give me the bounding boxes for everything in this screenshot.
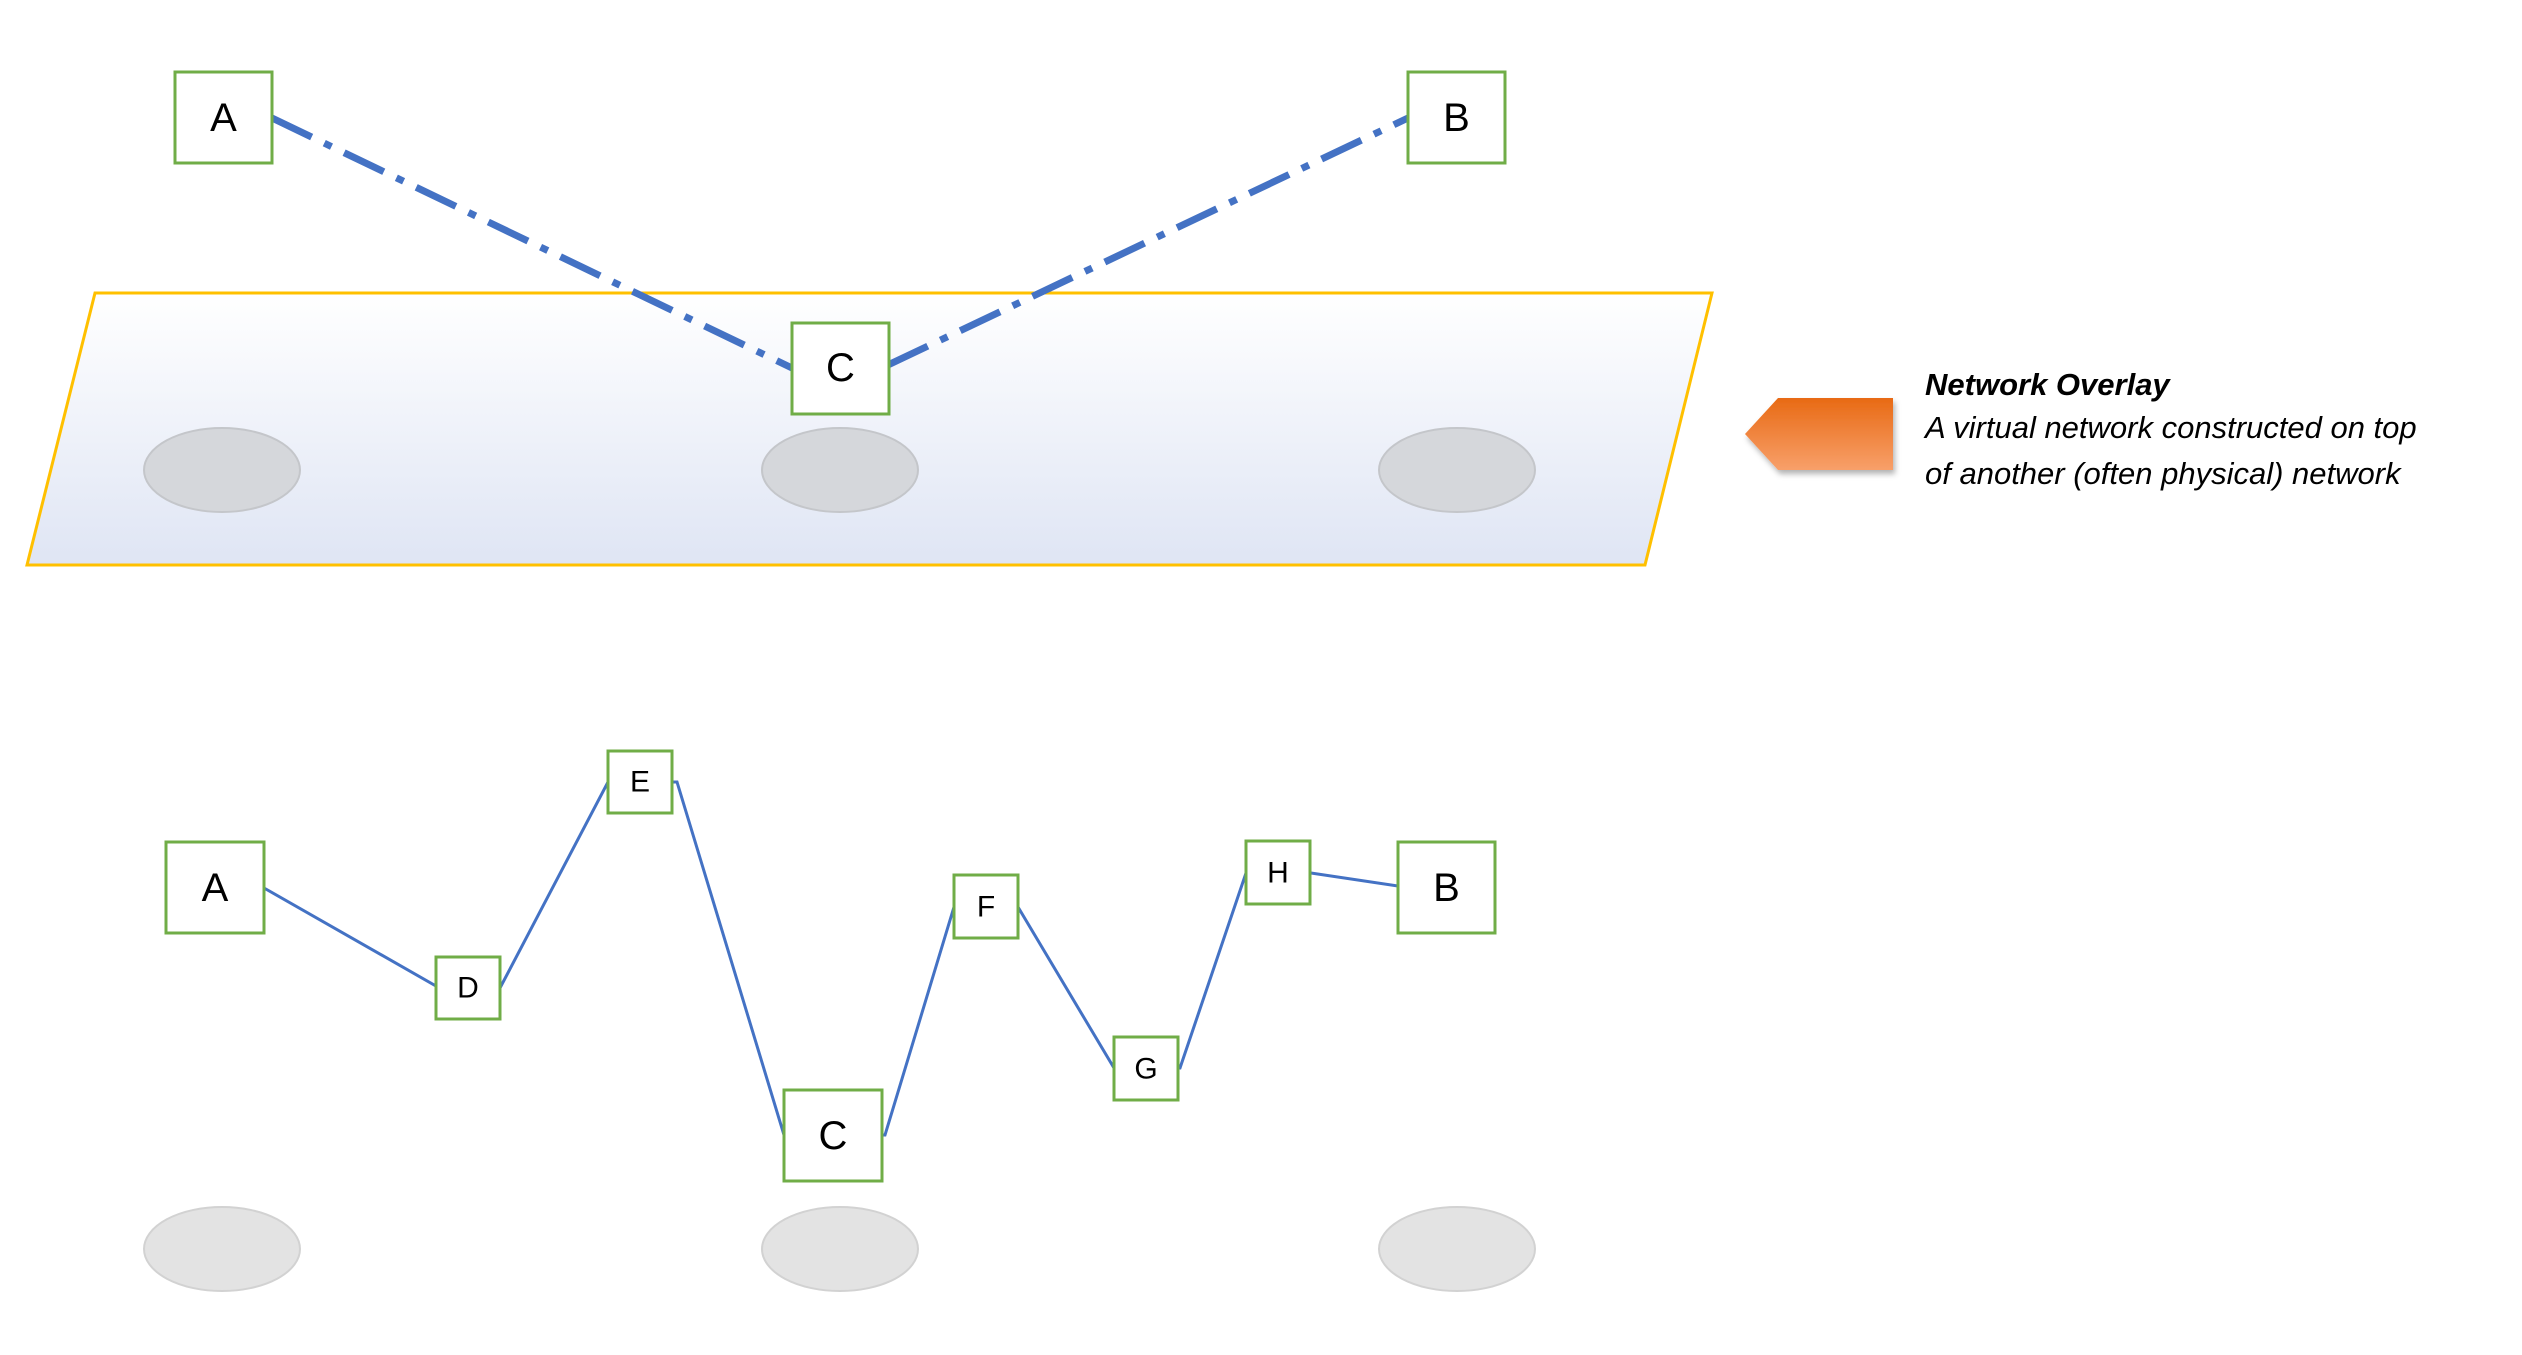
callout-text: Network Overlay A virtual network constr… bbox=[1925, 365, 2515, 497]
physical-node-f[interactable]: F bbox=[952, 873, 1020, 940]
physical-node-h[interactable]: H bbox=[1244, 839, 1312, 906]
overlay-node-b-label: B bbox=[1443, 96, 1470, 140]
overlay-node-b[interactable]: B bbox=[1406, 70, 1507, 165]
physical-node-a[interactable]: A bbox=[164, 840, 266, 935]
overlay-host-middle bbox=[761, 427, 919, 513]
overlay-link-c-b bbox=[886, 114, 1410, 369]
physical-node-c-label: C bbox=[819, 1114, 848, 1158]
overlay-host-right bbox=[1378, 427, 1536, 513]
physical-node-c[interactable]: C bbox=[782, 1088, 884, 1183]
callout-description-line-2: of another (often physical) network bbox=[1925, 456, 2401, 491]
overlay-node-c[interactable]: C bbox=[790, 321, 891, 416]
physical-node-e-label: E bbox=[630, 766, 650, 799]
physical-node-g-label: G bbox=[1134, 1053, 1157, 1086]
physical-host-right bbox=[1378, 1206, 1536, 1292]
physical-host-middle bbox=[761, 1206, 919, 1292]
overlay-plane bbox=[25, 291, 1714, 567]
physical-host-left bbox=[143, 1206, 301, 1292]
physical-node-d[interactable]: D bbox=[434, 955, 502, 1021]
physical-node-b-label: B bbox=[1433, 866, 1460, 910]
overlay-node-c-label: C bbox=[826, 346, 855, 390]
callout-title: Network Overlay bbox=[1925, 367, 2170, 402]
physical-node-d-label: D bbox=[457, 972, 479, 1005]
physical-node-a-label: A bbox=[202, 866, 229, 910]
physical-node-b[interactable]: B bbox=[1396, 840, 1497, 935]
physical-node-g[interactable]: G bbox=[1112, 1035, 1180, 1102]
overlay-link-a-c bbox=[270, 114, 794, 372]
overlay-host-left bbox=[143, 427, 301, 513]
callout-arrow bbox=[1745, 398, 1893, 470]
physical-path bbox=[263, 780, 1399, 1137]
physical-node-f-label: F bbox=[977, 891, 995, 924]
overlay-node-a-label: A bbox=[210, 96, 237, 140]
callout-description-line-1: A virtual network constructed on top bbox=[1925, 410, 2417, 445]
overlay-node-a[interactable]: A bbox=[173, 70, 274, 165]
physical-node-e[interactable]: E bbox=[606, 749, 674, 815]
physical-node-h-label: H bbox=[1267, 857, 1289, 890]
